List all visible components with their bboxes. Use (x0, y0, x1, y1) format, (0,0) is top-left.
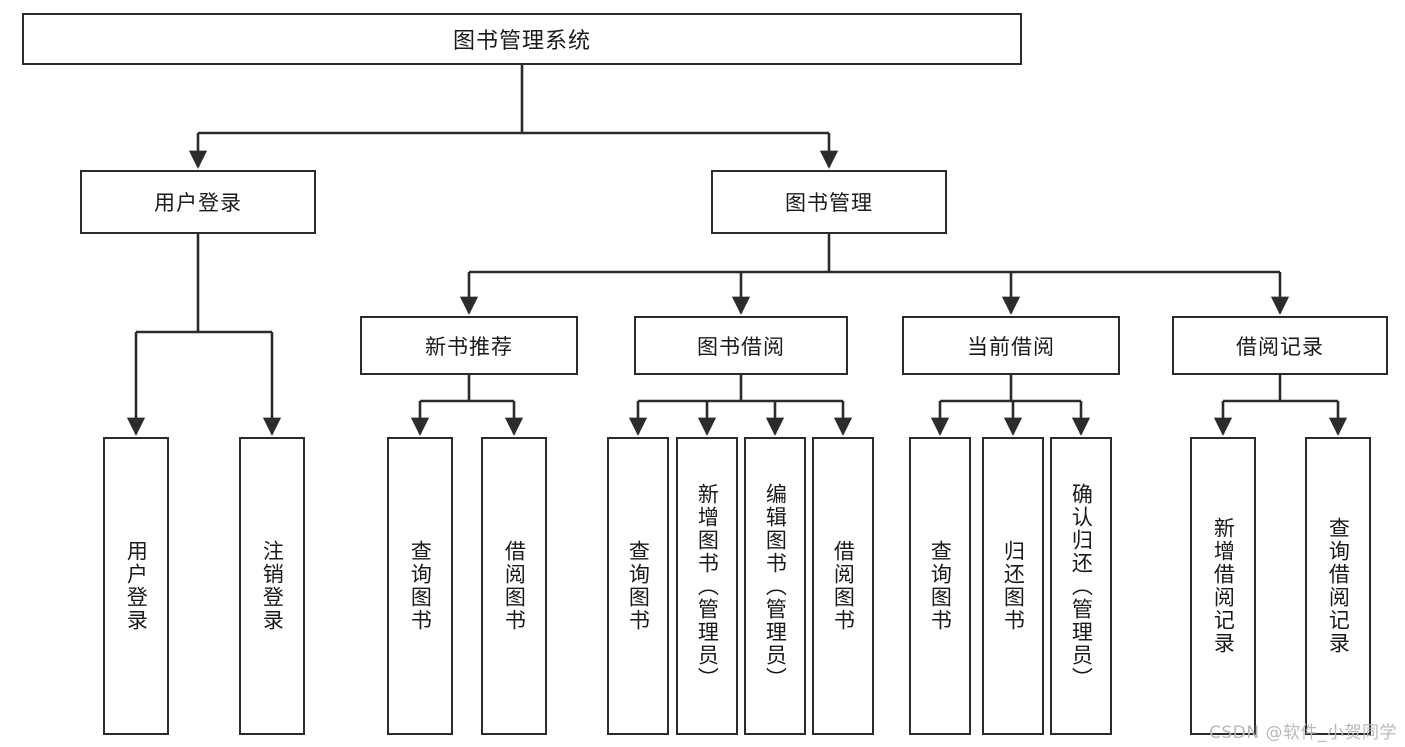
node-label: 图书管理 (785, 191, 873, 215)
node-new-book-recommend[interactable]: 新书推荐 (360, 316, 578, 375)
node-label: 借阅图书 (502, 540, 527, 632)
node-label: 当前借阅 (967, 334, 1055, 359)
node-label: 确认归还（管理员） (1069, 482, 1094, 690)
watermark-label: CSDN @软件_小贺同学 (1209, 723, 1397, 743)
node-label: 用户登录 (154, 191, 242, 215)
node-leaf-query-book-2[interactable]: 查询图书 (607, 437, 669, 735)
node-leaf-confirm-return[interactable]: 确认归还（管理员） (1050, 437, 1112, 735)
node-leaf-add-record[interactable]: 新增借阅记录 (1190, 437, 1256, 735)
node-leaf-query-book-3[interactable]: 查询图书 (909, 437, 971, 735)
node-book-manage[interactable]: 图书管理 (711, 170, 947, 234)
node-leaf-borrow-book-1[interactable]: 借阅图书 (481, 437, 547, 735)
node-label: 编辑图书（管理员） (763, 482, 788, 690)
node-label: 新增图书（管理员） (695, 482, 720, 690)
node-leaf-borrow-book-2[interactable]: 借阅图书 (812, 437, 874, 735)
node-user-login[interactable]: 用户登录 (80, 170, 316, 234)
node-leaf-user-login[interactable]: 用户登录 (103, 437, 169, 735)
node-leaf-logout[interactable]: 注销登录 (239, 437, 305, 735)
node-borrow-record[interactable]: 借阅记录 (1172, 316, 1388, 375)
node-label: 新增借阅记录 (1211, 517, 1236, 655)
node-leaf-query-record[interactable]: 查询借阅记录 (1305, 437, 1371, 735)
node-label: 查询图书 (408, 540, 433, 632)
node-leaf-edit-book[interactable]: 编辑图书（管理员） (744, 437, 806, 735)
node-root[interactable]: 图书管理系统 (22, 13, 1022, 65)
node-label: 查询图书 (928, 540, 953, 632)
node-label: 注销登录 (260, 540, 285, 632)
node-label: 借阅图书 (831, 540, 856, 632)
node-label: 新书推荐 (425, 334, 513, 359)
node-label: 图书管理系统 (452, 29, 591, 54)
node-leaf-return-book[interactable]: 归还图书 (982, 437, 1044, 735)
node-label: 归还图书 (1001, 540, 1026, 632)
node-leaf-add-book[interactable]: 新增图书（管理员） (676, 437, 738, 735)
node-book-borrow[interactable]: 图书借阅 (634, 316, 848, 375)
node-label: 图书借阅 (697, 334, 785, 359)
node-label: 用户登录 (124, 540, 149, 632)
node-label: 查询图书 (626, 540, 651, 632)
node-leaf-query-book-1[interactable]: 查询图书 (387, 437, 453, 735)
node-current-borrow[interactable]: 当前借阅 (902, 316, 1120, 375)
node-label: 查询借阅记录 (1326, 517, 1351, 655)
node-label: 借阅记录 (1236, 334, 1324, 359)
